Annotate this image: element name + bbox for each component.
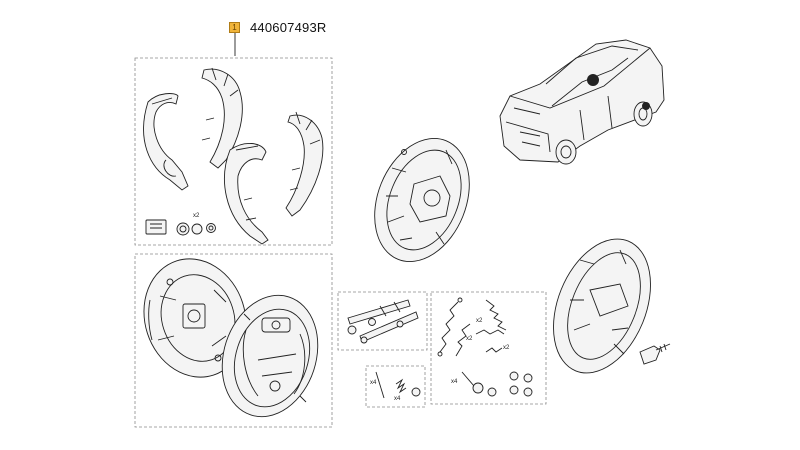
part-number-label[interactable]: 440607493R bbox=[250, 20, 327, 35]
cup-quantity: x4 bbox=[451, 379, 458, 385]
spring-quantity-b: x2 bbox=[466, 336, 473, 342]
spring-quantity-a: x2 bbox=[476, 318, 483, 324]
pin-quantity-a: x4 bbox=[370, 380, 377, 386]
brake-shoe-icon bbox=[143, 67, 324, 245]
shoe-kit-quantity: x2 bbox=[193, 213, 200, 219]
shoe-kit-hardware bbox=[145, 219, 216, 236]
adjuster-icon bbox=[347, 299, 419, 344]
drum-brake-assembly-icon bbox=[221, 294, 319, 418]
return-spring-icon bbox=[437, 297, 507, 357]
callout-index-badge: 1 bbox=[229, 22, 240, 33]
bleed-screw-icon bbox=[639, 343, 671, 365]
hold-down-cup-icon bbox=[461, 371, 533, 397]
shoe-kit-group-box bbox=[134, 57, 333, 246]
spring-quantity-c: x2 bbox=[503, 345, 510, 351]
backing-plate-icon bbox=[374, 137, 470, 263]
spring-group-box bbox=[430, 291, 547, 405]
part-callout[interactable]: 1 440607493R bbox=[229, 20, 326, 35]
backing-plate-icon bbox=[553, 238, 651, 374]
hold-down-pin-icon bbox=[375, 371, 421, 399]
adjuster-group-box bbox=[337, 291, 428, 351]
backing-plate-icon bbox=[143, 258, 247, 378]
vehicle-icon bbox=[499, 39, 665, 165]
pin-quantity-b: x4 bbox=[394, 396, 401, 402]
